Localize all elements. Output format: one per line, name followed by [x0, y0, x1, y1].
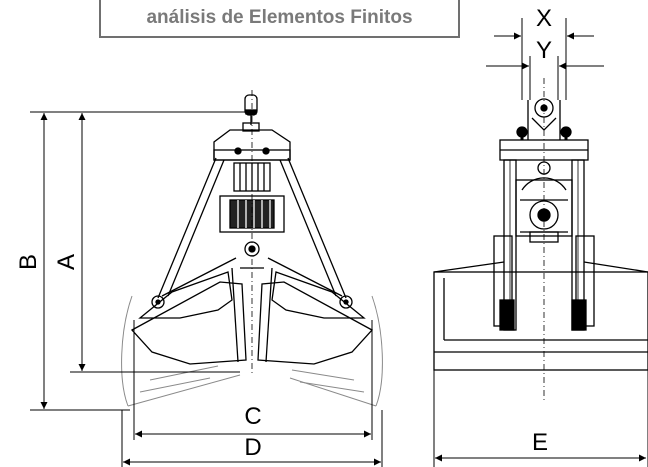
grab-shells	[130, 267, 374, 365]
dim-label-e: E	[532, 429, 548, 456]
dim-label-y: Y	[536, 37, 552, 64]
side-view	[433, 78, 648, 400]
side-shackle	[516, 98, 572, 140]
open-shell-ghost	[121, 295, 383, 407]
dim-label-d: D	[244, 434, 261, 461]
title-text: análisis de Elementos Finitos	[146, 7, 413, 28]
title-banner: análisis de Elementos Finitos	[99, 0, 460, 38]
front-view	[121, 90, 383, 407]
arms	[157, 157, 347, 299]
dim-label-a: A	[53, 254, 80, 270]
dim-label-c: C	[244, 403, 261, 430]
side-dimensions	[433, 18, 648, 467]
dim-label-x: X	[536, 5, 552, 32]
front-dimensions	[30, 111, 383, 467]
dim-label-b: B	[15, 254, 42, 270]
hook-shackle	[242, 94, 260, 132]
